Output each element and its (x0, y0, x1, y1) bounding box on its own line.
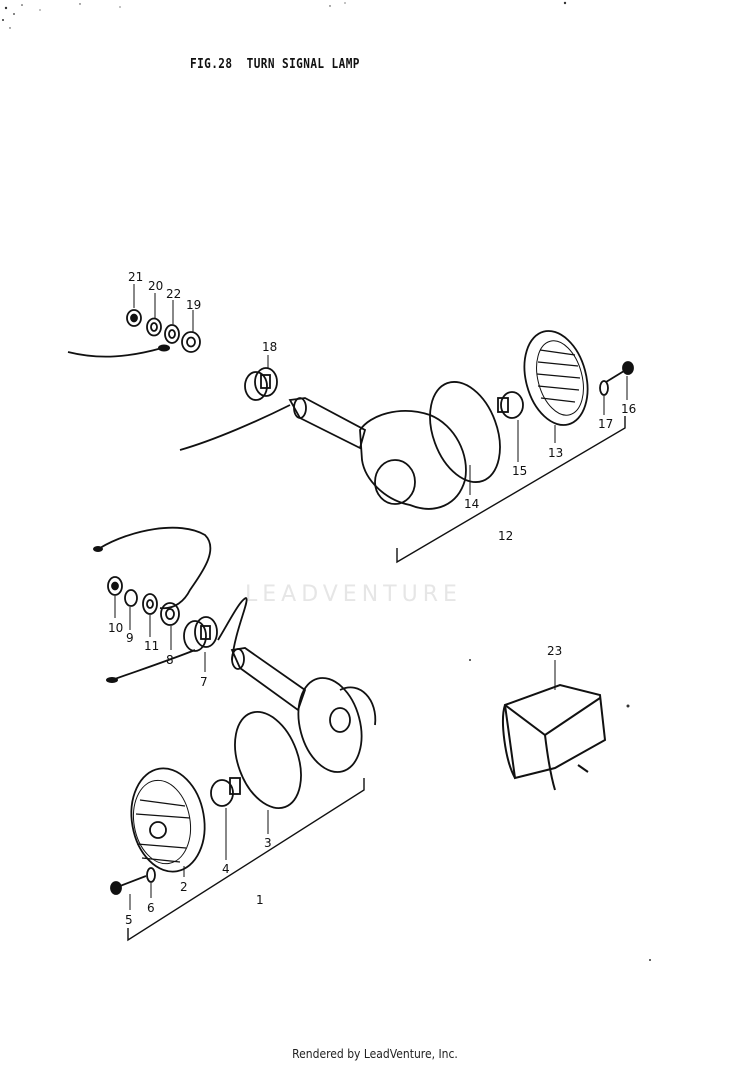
washer-11 (142, 593, 158, 615)
callout-9: 9 (126, 631, 134, 645)
screw-5 (110, 875, 147, 895)
grommet-18 (244, 367, 278, 401)
callout-18: 18 (262, 340, 277, 354)
callout-23: 23 (547, 644, 562, 658)
upper-lamp-assembly (67, 309, 634, 564)
lens-13 (523, 330, 589, 426)
assembly-bracket-12 (396, 416, 626, 564)
callout-17: 17 (598, 417, 613, 431)
washer-20 (146, 317, 162, 337)
lower-lamp-assembly (93, 526, 377, 942)
gasket-3 (234, 711, 302, 809)
washer-22 (164, 324, 180, 344)
figure-title: FIG.28 TURN SIGNAL LAMP (190, 57, 360, 72)
callout-13: 13 (548, 446, 563, 460)
callout-12: 12 (498, 529, 513, 543)
callout-1: 1 (256, 893, 264, 907)
watermark-text: LEADVENTURE (245, 582, 462, 607)
callout-7: 7 (200, 675, 208, 689)
gasket-14 (429, 381, 501, 483)
bulb-15 (497, 391, 524, 419)
callout-8: 8 (166, 653, 174, 667)
callout-19: 19 (186, 298, 201, 312)
stem-wire (179, 404, 291, 451)
screw-16 (605, 361, 634, 383)
upper-wire (67, 347, 163, 358)
bulb-4 (210, 777, 241, 807)
nut-10 (107, 576, 123, 596)
assembly-bracket-1 (127, 778, 365, 942)
wire-terminal (158, 344, 170, 352)
lower-wire-loop (99, 526, 212, 610)
callout-4: 4 (222, 862, 230, 876)
callout-16: 16 (621, 402, 636, 416)
callout-22: 22 (166, 287, 181, 301)
washer-19 (181, 331, 201, 353)
lower-wire-tail (111, 649, 196, 681)
callout-11: 11 (144, 639, 159, 653)
callout-20: 20 (148, 279, 163, 293)
callout-3: 3 (264, 836, 272, 850)
washer-17 (599, 380, 609, 396)
callout-labels: 21 20 22 19 18 14 15 13 17 16 12 10 9 11… (108, 270, 636, 927)
callout-2: 2 (180, 880, 188, 894)
callout-21: 21 (128, 270, 143, 284)
callout-10: 10 (108, 621, 123, 635)
lower-loop-wire (217, 597, 248, 661)
render-credit: Rendered by LeadVenture, Inc. (292, 1047, 458, 1061)
flasher-relay-23 (502, 683, 607, 791)
callout-14: 14 (464, 497, 479, 511)
callout-15: 15 (512, 464, 527, 478)
washer-9 (124, 589, 138, 607)
grommet-7 (183, 616, 218, 652)
lens-2 (130, 767, 206, 873)
lower-housing (230, 647, 377, 773)
callout-5: 5 (125, 913, 133, 927)
leader-lines (114, 284, 628, 910)
washer-6 (146, 867, 156, 883)
washer-8 (160, 602, 180, 626)
callout-6: 6 (147, 901, 155, 915)
scan-noise (2, 1, 651, 961)
nut-21 (126, 309, 142, 327)
